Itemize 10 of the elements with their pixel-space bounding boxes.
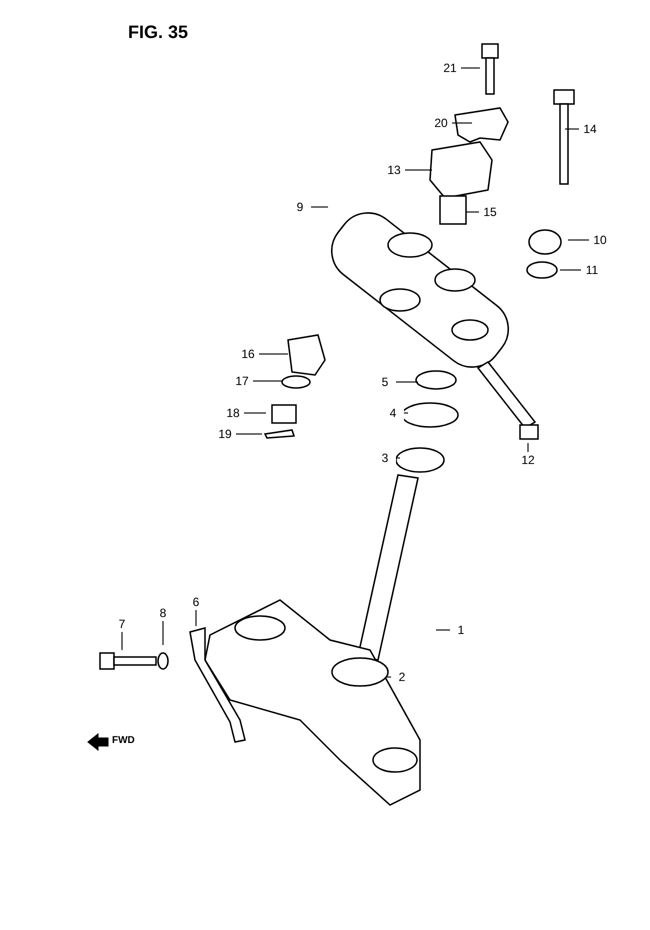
leader-line	[310, 206, 328, 208]
leader-line	[386, 676, 392, 678]
leader-line	[244, 412, 266, 414]
leader-line	[564, 128, 580, 130]
direction-label: FWD	[112, 735, 135, 746]
leader-line	[452, 122, 472, 124]
leader-line	[162, 620, 164, 646]
figure-title: FIG. 35	[128, 22, 188, 43]
leader-line	[252, 380, 282, 382]
leader-line	[404, 412, 408, 414]
